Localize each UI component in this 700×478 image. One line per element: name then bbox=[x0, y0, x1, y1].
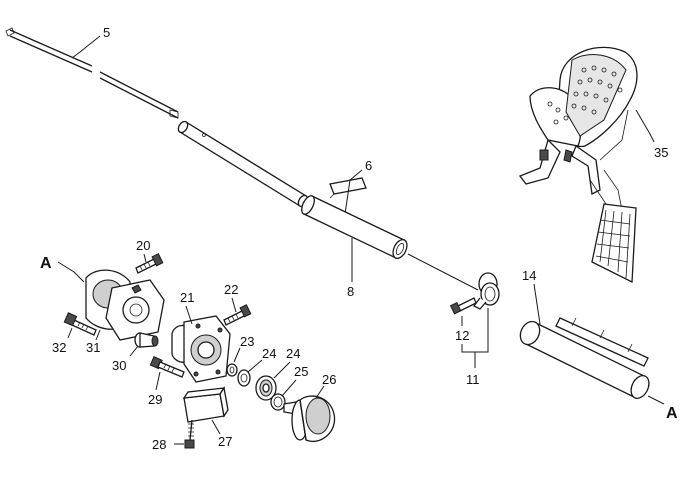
part-12-clamp-bolt bbox=[449, 297, 477, 315]
callout-25: 25 bbox=[294, 364, 308, 379]
leader-24b bbox=[273, 361, 291, 379]
part-5-drive-shaft bbox=[5, 27, 179, 119]
part-22-bolt bbox=[223, 304, 252, 326]
callout-11: 11 bbox=[466, 372, 480, 387]
part-26-holder-cup bbox=[283, 395, 336, 442]
callout-A-right: A bbox=[666, 405, 678, 422]
callout-6: 6 bbox=[365, 158, 372, 173]
leader-30 bbox=[129, 345, 139, 357]
leader-22 bbox=[231, 297, 237, 313]
leader-29 bbox=[155, 371, 161, 391]
part-8-lower-shaft-tube bbox=[301, 195, 408, 260]
leader-A1 bbox=[57, 261, 85, 283]
part-24-bearing-b bbox=[255, 375, 277, 401]
part-25-washer bbox=[270, 393, 286, 411]
leader-35 bbox=[635, 109, 655, 143]
callout-30: 30 bbox=[112, 358, 126, 373]
callout-24-b: 24 bbox=[286, 346, 300, 361]
leader-31 bbox=[95, 329, 101, 341]
callout-A-left: A bbox=[40, 255, 52, 272]
leader-25 bbox=[281, 379, 297, 397]
leader-32 bbox=[67, 327, 73, 339]
callout-29: 29 bbox=[148, 392, 162, 407]
part-31-clutch-housing bbox=[85, 269, 165, 341]
callout-32: 32 bbox=[52, 340, 66, 355]
part-14-shaft-pipe bbox=[519, 317, 650, 399]
callout-8: 8 bbox=[347, 284, 354, 299]
leader-27 bbox=[211, 419, 221, 435]
part-20-bolt bbox=[135, 253, 164, 274]
leader-20 bbox=[143, 253, 147, 263]
leader-8-to-clamp bbox=[407, 253, 479, 291]
callout-26: 26 bbox=[322, 372, 336, 387]
callout-27: 27 bbox=[218, 434, 232, 449]
leader-A2 bbox=[647, 395, 665, 405]
callout-35: 35 bbox=[654, 145, 668, 160]
part-23-retaining-ring bbox=[226, 363, 238, 377]
part-29-bolt bbox=[149, 356, 185, 378]
leader-24a bbox=[247, 359, 263, 373]
part-11-shaft-clamp bbox=[473, 272, 500, 310]
callout-12: 12 bbox=[455, 328, 469, 343]
part-27-block bbox=[182, 386, 229, 423]
leader-5 bbox=[71, 35, 101, 59]
part-35-shoulder-harness bbox=[518, 46, 638, 284]
leader-21 bbox=[185, 305, 193, 325]
part-6-grip-sleeve bbox=[329, 177, 367, 199]
callout-22: 22 bbox=[224, 282, 238, 297]
part-24-bearing-a bbox=[237, 369, 251, 387]
part-30-fitting bbox=[134, 332, 159, 348]
callout-21: 21 bbox=[180, 290, 194, 305]
part-28-screw bbox=[184, 419, 195, 449]
callout-20: 20 bbox=[136, 238, 150, 253]
upper-shaft-tube bbox=[177, 120, 309, 208]
callout-28: 28 bbox=[152, 437, 166, 452]
leader-14 bbox=[533, 283, 541, 325]
callout-23: 23 bbox=[240, 334, 254, 349]
part-21-gear-case bbox=[171, 315, 231, 383]
callout-14: 14 bbox=[522, 268, 536, 283]
callout-31: 31 bbox=[86, 340, 100, 355]
leader-6 bbox=[344, 169, 363, 215]
leader-26 bbox=[315, 385, 325, 399]
callout-5: 5 bbox=[103, 25, 110, 40]
callout-24-a: 24 bbox=[262, 346, 276, 361]
part-32-bolt bbox=[63, 312, 97, 336]
leader-23 bbox=[233, 347, 241, 363]
